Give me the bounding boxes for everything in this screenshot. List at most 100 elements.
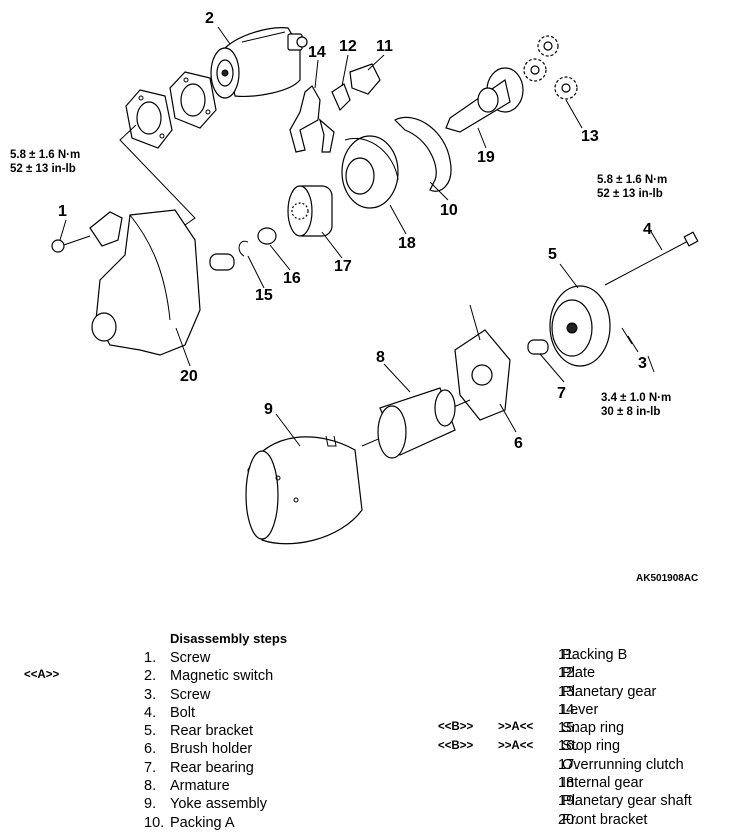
torque-bolt4-inlb: 52 ± 13 in-lb: [597, 188, 663, 200]
yoke-assembly-drawing: [245, 435, 363, 545]
torque-screw1-nm: 5.8 ± 1.6 N·m: [10, 149, 80, 161]
torque-screw3-nm: 3.4 ± 1.0 N·m: [601, 392, 671, 404]
removal-mark: <<B>>: [438, 721, 474, 734]
installation-mark: >>A<<: [498, 721, 534, 734]
step-item: 5.Rear bracket: [144, 722, 273, 740]
planetary-gear-shaft-drawing: [445, 67, 524, 133]
callout-16: 16: [283, 270, 301, 287]
callout-9: 9: [264, 401, 273, 418]
step-number: 4.: [144, 704, 157, 721]
steps-title: Disassembly steps: [170, 631, 288, 646]
bolt-4-drawing: [604, 231, 699, 286]
packing-a-drawing: [393, 116, 452, 192]
callout-13: 13: [581, 128, 599, 145]
internal-gear-drawing: [341, 135, 399, 209]
callout-11: 11: [376, 38, 393, 55]
callout-12: 12: [339, 38, 357, 55]
stop-ring-drawing: [257, 227, 277, 245]
step-label: Armature: [170, 778, 230, 795]
plate-drawing: [331, 83, 351, 112]
step-item: 14. Lever: [558, 701, 599, 718]
planetary-gears-drawing: [523, 35, 578, 100]
step-item: 8. Armature: [144, 777, 273, 795]
step-number: 1.: [144, 650, 157, 666]
callout-labels: 1 2 3 4 5 6 7 8 9 10 11 12 13 14 15 16 1…: [58, 10, 652, 452]
overrunning-clutch-drawing: [287, 185, 333, 237]
step-label: Snap ring: [558, 720, 625, 737]
callout-18: 18: [398, 235, 416, 252]
step-label: Overrunning clutch: [558, 756, 684, 773]
step-label: Front bracket: [558, 811, 648, 828]
step-number: 9.: [144, 796, 157, 813]
step-item: 9. Yoke assembly: [144, 795, 273, 813]
callout-7: 7: [557, 385, 566, 402]
callout-8: 8: [376, 349, 385, 366]
step-label: Rear bearing: [170, 759, 254, 776]
step-number: 5.: [144, 723, 157, 740]
callout-6: 6: [514, 435, 523, 452]
step-label: Magnetic switch: [170, 668, 274, 685]
brush-holder-drawing: [454, 304, 511, 421]
step-item: 16. Stop ring: [558, 738, 621, 755]
step-item: 12. Plate: [558, 665, 596, 682]
step-item: 7. Rear bearing: [144, 759, 273, 777]
step-item: 1. Screw: [144, 649, 273, 667]
step-label: Packing B: [558, 647, 628, 663]
callout-3: 3: [638, 355, 647, 372]
step-number: 6.: [144, 741, 157, 758]
removal-mark: <<A>>: [24, 669, 60, 682]
torque-screw3-inlb: 30 ± 8 in-lb: [601, 406, 660, 418]
callout-14: 14: [308, 44, 326, 61]
torque-bolt4-nm: 5.8 ± 1.6 N·m: [597, 174, 667, 186]
leader-lines: [59, 26, 663, 447]
step-label: Yoke assembly: [170, 796, 267, 813]
bushing-drawing: [209, 253, 235, 271]
step-label: Bolt: [170, 704, 195, 721]
step-item: 15. Snap ring: [558, 720, 625, 737]
step-item: 13. Planetary gear: [558, 683, 657, 700]
step-number: 8.: [144, 778, 157, 795]
screw-1-drawing: [51, 211, 123, 253]
front-bracket-drawing: [91, 209, 201, 356]
callout-17: 17: [334, 258, 352, 275]
step-label: Planetary gear shaft: [558, 793, 692, 810]
step-label: Lever: [558, 701, 599, 718]
installation-mark: >>A<<: [498, 739, 534, 752]
step-item: 3. Screw: [144, 686, 273, 704]
magnetic-switch-drawing: [210, 27, 308, 99]
rear-bracket-drawing: [549, 285, 611, 367]
step-item: 11. Packing B: [558, 647, 628, 663]
snap-ring-drawing: [238, 240, 249, 257]
gasket-drawing: [125, 71, 217, 149]
step-number: 10.: [144, 814, 165, 831]
step-number: 2.: [144, 668, 157, 685]
removal-mark: <<B>>: [438, 739, 474, 752]
step-item: 17. Overrunning clutch: [558, 756, 684, 773]
figure-id: AK501908AC: [636, 573, 698, 584]
step-item: 18. Internal gear: [558, 775, 644, 792]
step-number: 3.: [144, 686, 157, 703]
step-item: 19. Planetary gear shaft: [558, 793, 692, 810]
armature-drawing: [361, 387, 471, 459]
step-label: Screw: [170, 650, 211, 666]
callout-2: 2: [205, 10, 214, 27]
callout-5: 5: [548, 246, 557, 263]
step-item: 20. Front bracket: [558, 811, 648, 828]
step-number: 7.: [144, 759, 157, 776]
callout-4: 4: [643, 221, 652, 238]
callout-1: 1: [58, 203, 67, 220]
step-item: 4. Bolt: [144, 704, 273, 722]
torque-screw1-inlb: 52 ± 13 in-lb: [10, 163, 76, 175]
step-label: Planetary gear: [558, 683, 657, 700]
step-label: Screw: [170, 686, 211, 703]
rear-bearing-drawing: [527, 339, 549, 355]
callout-15: 15: [255, 287, 273, 304]
step-label: Brush holder: [170, 741, 253, 758]
starter-exploded-diagram: 1 2 3 4 5 6 7 8 9 10 11 12 13 14 15 16 1…: [10, 10, 699, 584]
leader-line: [119, 124, 196, 226]
lever-drawing: [289, 85, 335, 153]
screw-3-drawing: [621, 327, 633, 345]
callout-20: 20: [180, 368, 198, 385]
